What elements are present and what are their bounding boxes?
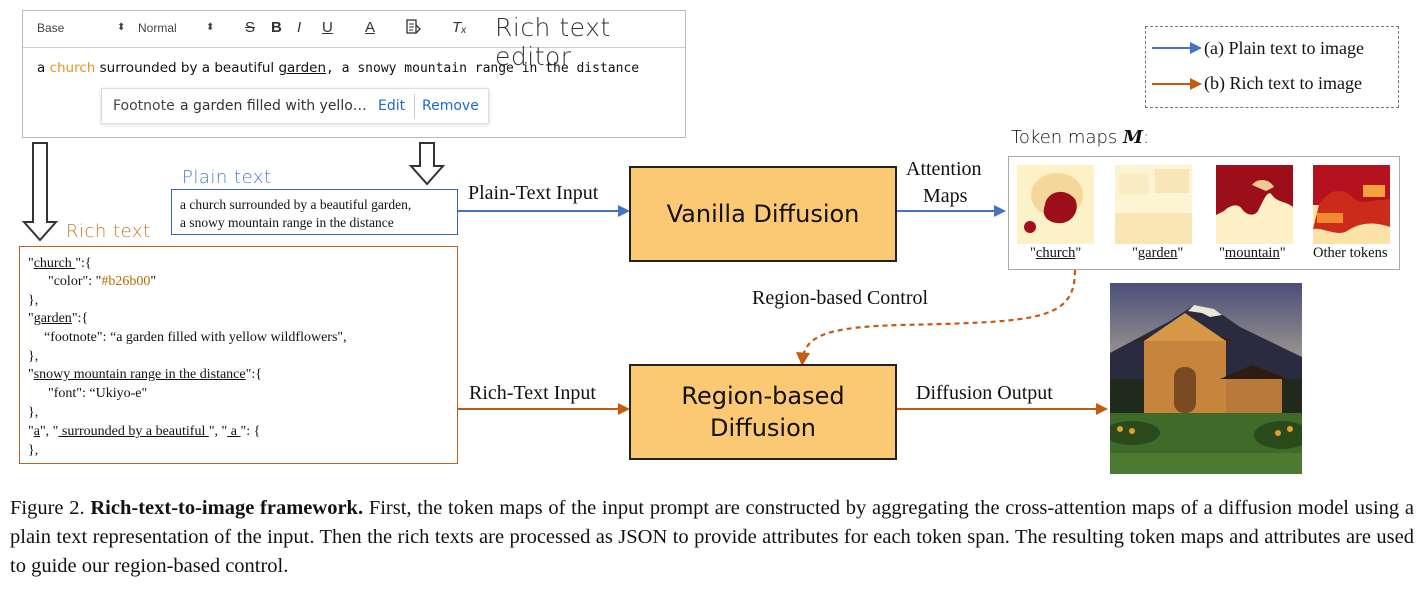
attention-maps-arrow: [895, 205, 1006, 217]
json-line: },: [28, 349, 39, 364]
editor-title: Rich text editor: [495, 13, 611, 71]
plain-text-line: a snowy mountain range in the distance: [180, 215, 394, 230]
token-map-other: [1313, 165, 1390, 244]
json-line: "garden":{: [28, 311, 89, 326]
editor-text-part: surrounded by a beautiful: [95, 60, 279, 76]
token-map-garden: [1115, 165, 1192, 244]
strikethrough-button[interactable]: S: [245, 19, 256, 36]
region-diffusion-label-2: Diffusion: [710, 414, 816, 442]
footnoted-word-garden: garden: [278, 60, 327, 76]
text-color-button[interactable]: A: [365, 19, 376, 36]
token-map-label: "church": [1030, 245, 1082, 261]
vanilla-diffusion-box: Vanilla Diffusion: [629, 166, 897, 262]
footnote-edit-link[interactable]: Edit: [378, 98, 406, 114]
region-control-label: Region-based Control: [752, 287, 929, 309]
json-line: “footnote": “a garden filled with yellow…: [44, 330, 347, 345]
diffusion-output-image: [1110, 283, 1302, 474]
json-line: "a", " surrounded by a beautiful ", " a …: [28, 424, 261, 439]
editor-text-part: a: [37, 60, 50, 76]
json-line: },: [28, 443, 39, 458]
legend-plain-arrow-icon: [1152, 42, 1202, 54]
size-select[interactable]: Normal: [138, 21, 177, 35]
token-maps-title: Token maps M:: [1011, 127, 1150, 148]
caption-body: First, the token maps of the input promp…: [10, 497, 1414, 577]
footnote-remove-link[interactable]: Remove: [422, 98, 479, 114]
token-map-church: [1017, 165, 1094, 244]
style-select[interactable]: Base: [37, 21, 65, 35]
size-select-chevron-icon[interactable]: ⬍: [206, 22, 215, 33]
caption-prefix: Figure 2.: [10, 497, 91, 519]
italic-button[interactable]: I: [297, 19, 302, 36]
token-map-label: Other tokens: [1313, 245, 1388, 261]
colored-word-church: church: [49, 60, 96, 76]
clear-format-button[interactable]: Tₓ: [452, 19, 467, 36]
underline-button[interactable]: U: [322, 19, 333, 36]
diffusion-output-arrow: [895, 403, 1108, 415]
legend-plain-label: (a) Plain text to image: [1204, 38, 1364, 58]
plain-text-line: a church surrounded by a beautiful garde…: [180, 197, 412, 212]
legend-rich-arrow-icon: [1152, 78, 1202, 90]
rich-text-editor: Base ⬍ Normal ⬍ S B I U A Tₓ Rich text e…: [22, 10, 686, 138]
json-line: },: [28, 405, 39, 420]
footnote-icon[interactable]: [405, 19, 421, 39]
diffusion-output-label: Diffusion Output: [916, 382, 1053, 404]
legend-rich-label: (b) Rich text to image: [1204, 73, 1362, 93]
plain-input-label: Plain-Text Input: [468, 182, 599, 204]
rich-input-arrow: [457, 403, 630, 415]
style-select-chevron-icon[interactable]: ⬍: [117, 22, 126, 33]
rich-input-label: Rich-Text Input: [469, 382, 596, 404]
legend: (a) Plain text to image (b) Rich text to…: [1145, 26, 1399, 108]
figure-caption: Figure 2. Rich-text-to-image framework. …: [10, 494, 1414, 581]
hollow-down-arrow-icon: [408, 142, 446, 186]
plain-text-label: Plain text: [182, 167, 272, 188]
region-diffusion-label-1: Region-based: [681, 381, 845, 410]
json-line: "snowy mountain range in the distance":{: [28, 367, 262, 382]
attention-label: Attention: [906, 158, 982, 180]
hollow-down-arrow-icon: [21, 142, 59, 242]
json-line: },: [28, 293, 39, 308]
json-line: "color": "#b26b00": [48, 274, 157, 289]
bold-button[interactable]: B: [271, 19, 282, 36]
maps-label: Maps: [923, 185, 968, 207]
json-line: "church ":{: [28, 256, 92, 271]
region-control-dashed-arrow: [796, 269, 1077, 366]
rich-text-json-box: "church ":{ "color": "#b26b00" }, "garde…: [19, 246, 458, 464]
vanilla-diffusion-label: Vanilla Diffusion: [666, 199, 860, 228]
footnote-popup: Footnote a garden filled with yello… Edi…: [101, 88, 489, 124]
token-map-label: "garden": [1132, 245, 1184, 261]
editor-toolbar: Base ⬍ Normal ⬍ S B I U A Tₓ Rich text e…: [23, 11, 685, 71]
editor-text-part: , a snowy mountain range in the distance: [326, 61, 640, 76]
plain-text-box: a church surrounded by a beautiful garde…: [171, 189, 458, 235]
plain-input-arrow: [457, 205, 630, 217]
caption-title: Rich-text-to-image framework.: [90, 497, 364, 519]
footnote-label: Footnote: [113, 98, 175, 114]
token-map-label: "mountain": [1219, 245, 1286, 261]
editor-content[interactable]: a church surrounded by a beautiful garde…: [37, 60, 639, 76]
footnote-value: a garden filled with yello…: [180, 98, 367, 114]
token-map-mountain: [1216, 165, 1293, 244]
divider: [414, 94, 415, 118]
region-diffusion-box: Region-based Diffusion: [629, 364, 897, 460]
token-maps-panel: [1008, 156, 1400, 270]
rich-text-label: Rich text: [66, 221, 151, 242]
json-line: "font": “Ukiyo-e": [48, 386, 148, 401]
